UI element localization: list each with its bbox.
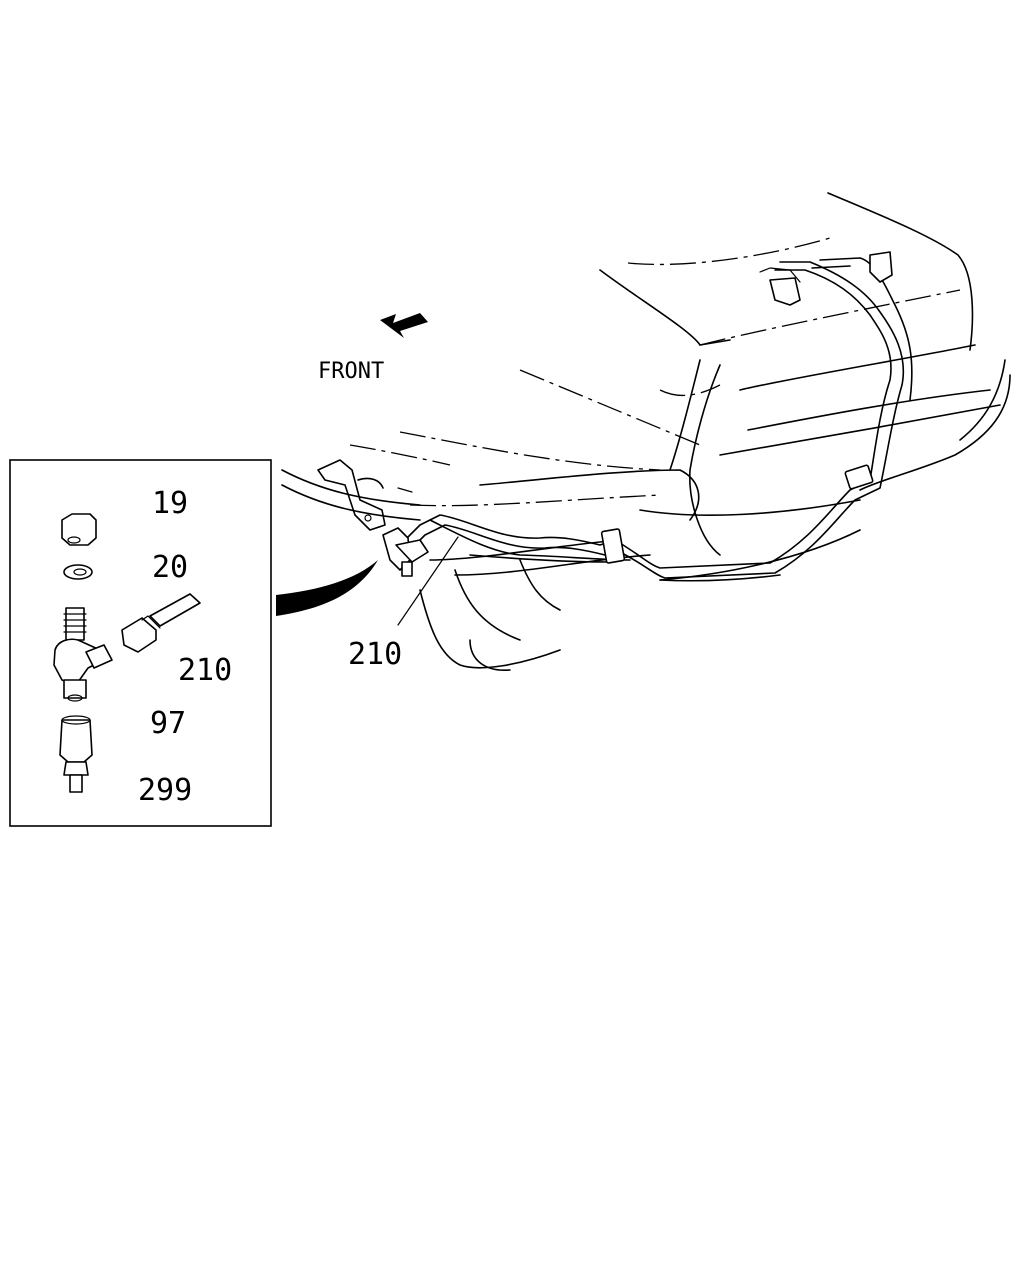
vehicle-body-outline (281, 192, 1011, 671)
frame-bracket (317, 459, 413, 531)
callout-299: 299 (138, 773, 192, 808)
union-tee-part (53, 607, 113, 702)
callout-210-inset: 210 (178, 653, 232, 688)
callout-19: 19 (152, 486, 188, 521)
detail-pointer-arrow-icon (276, 560, 378, 616)
connector-part (59, 715, 93, 793)
front-arrow-icon (380, 313, 428, 338)
clip-ring-part (63, 564, 93, 580)
fuel-pipe (399, 257, 913, 582)
callout-210-main: 210 (348, 637, 402, 672)
pipe-end-part (121, 593, 201, 653)
nut-part (61, 513, 97, 546)
callout-97: 97 (150, 706, 186, 741)
pipe-clips (600, 251, 893, 564)
callout-20: 20 (152, 550, 188, 585)
union-fitting (382, 527, 429, 577)
front-direction-label: FRONT (318, 359, 384, 384)
detail-inset-box (9, 459, 272, 827)
